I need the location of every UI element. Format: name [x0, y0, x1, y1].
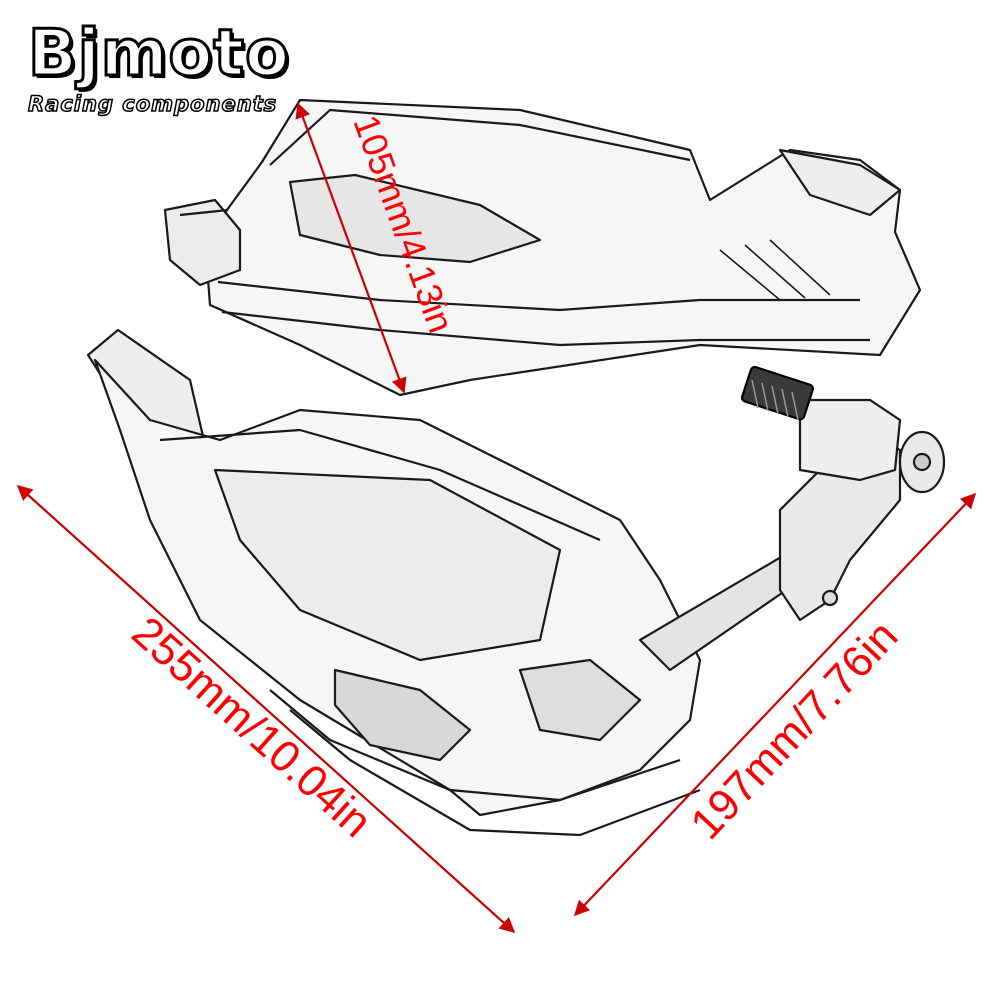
lower-handguard-sketch — [86, 328, 946, 837]
length-dimension-line — [16, 484, 516, 934]
upper-handguard-sketch — [163, 98, 922, 397]
brand-tagline: Racing components — [27, 91, 278, 117]
height-dimension-line — [295, 102, 407, 394]
width-dimension-line — [573, 492, 977, 917]
width-dimension-label: 197mm/7.76in — [681, 611, 907, 848]
brand-logo: Bjmoto Racing components — [27, 17, 291, 117]
brand-name: Bjmoto — [27, 17, 291, 91]
dimension-lines — [16, 102, 977, 934]
